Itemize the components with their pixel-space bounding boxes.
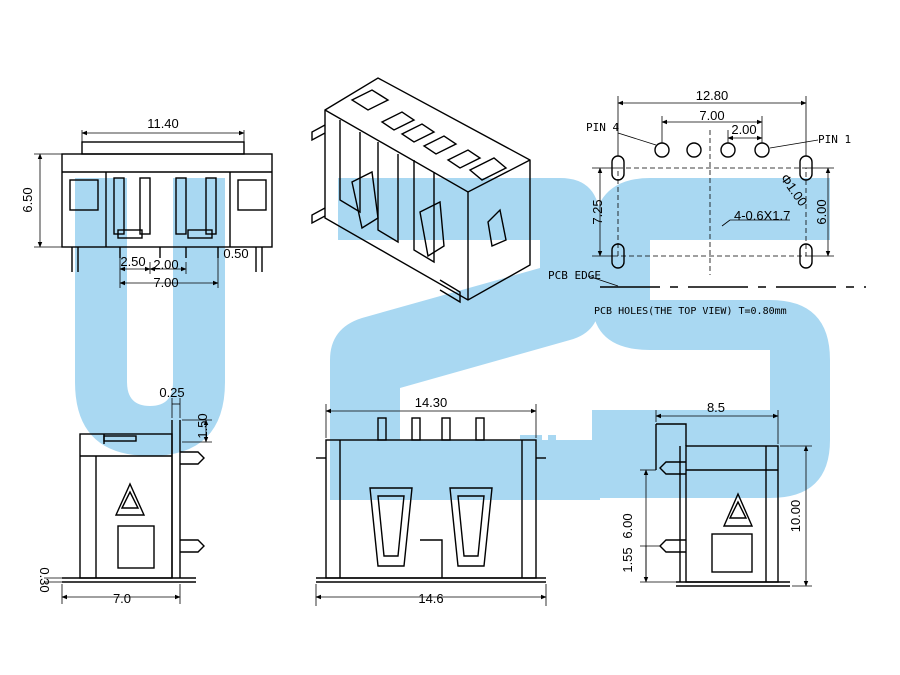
isometric-view [311,77,531,304]
dim-pcb-height-b: 6.00 [814,199,829,224]
dim-pcb-pitch: 2.00 [731,122,756,137]
rear-view: 14.30 14.6 [315,395,547,606]
watermark-letter-s [592,178,830,498]
pcb-hole-pin3 [686,142,702,158]
dim-pcb-width: 12.80 [696,88,729,103]
pcb-hole-pin2 [720,142,736,158]
pcb-hole-pin1 [754,142,770,158]
dim-front-width: 11.40 [147,116,179,131]
side-view-right: 8.5 6.00 1.55 10.00 [620,400,812,587]
label-pin1: PIN 1 [818,133,851,146]
dim-side-right-depth: 8.5 [707,400,725,415]
dim-side-right-total: 10.00 [788,500,803,533]
dim-front-pitch-a: 2.50 [120,254,145,269]
watermark-sub-e1 [520,435,542,447]
dim-rear-top: 14.30 [415,395,448,410]
pcb-note: PCB HOLES(THE TOP VIEW) T=0.80mm [594,306,787,317]
dim-side-right-height: 6.00 [620,513,635,538]
label-pcb-edge: PCB EDGE [548,269,601,282]
pcb-hole-pin4 [654,142,670,158]
watermark-sub-i [548,435,556,465]
dim-side-left-depth: 7.0 [113,591,131,606]
label-pin4: PIN 4 [586,121,619,134]
side-view-left: 0.25 1.50 0.30 7.0 [37,385,212,606]
dim-side-right-low: 1.55 [620,547,635,572]
front-top-plate [81,141,245,155]
dim-pcb-span: 7.00 [699,108,724,123]
front-view: 11.40 6.50 2.50 2.00 0.50 7.00 [20,116,273,290]
dim-side-left-top: 1.50 [195,413,210,438]
dim-front-pin-width: 0.50 [223,246,248,261]
watermark-letter-2 [330,178,600,500]
front-body [61,153,273,248]
dim-pcb-slot: 4-0.6X1.7 [734,208,790,223]
dim-side-left-standoff: 0.30 [37,567,52,592]
dim-rear-bottom: 14.6 [418,591,443,606]
pcb-outline [617,167,807,257]
dim-front-span: 7.00 [153,275,178,290]
dim-pcb-height-a: 7.25 [590,199,605,224]
pcb-layout: 12.80 7.00 2.00 PIN 4 PIN 1 Φ1.00 7.25 6… [548,88,866,317]
dim-side-left-gap: 0.25 [159,385,184,400]
dim-front-height: 6.50 [20,187,35,212]
dim-front-pitch-b: 2.00 [153,257,178,272]
